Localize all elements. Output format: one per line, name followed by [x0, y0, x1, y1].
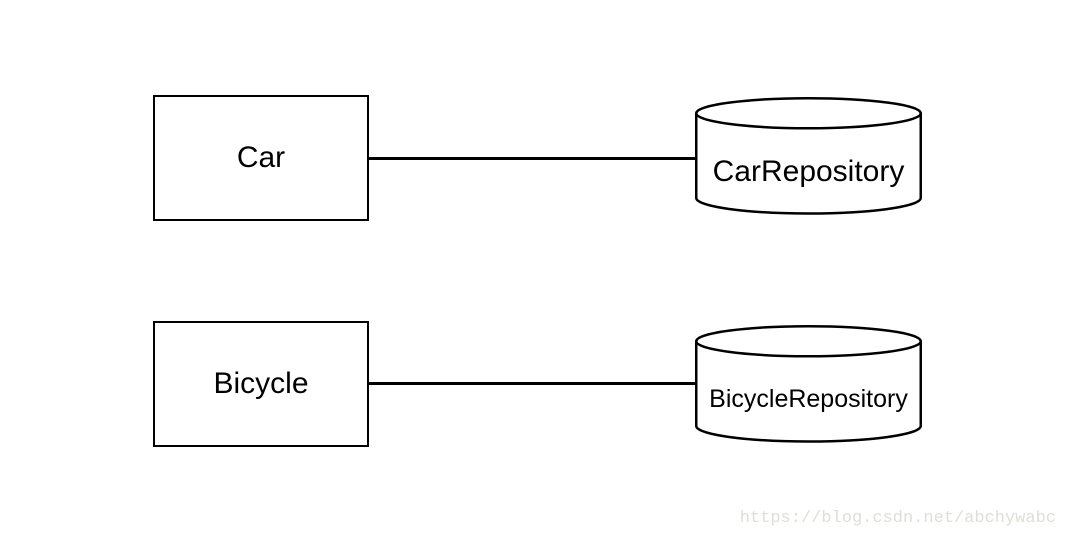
- connector-line-bicycle: [369, 382, 695, 385]
- repository-cylinder-bicycle: BicycleRepository: [695, 325, 922, 443]
- watermark-text: https://blog.csdn.net/abchywabc: [739, 509, 1056, 528]
- entity-box-car: Car: [153, 95, 369, 221]
- entity-label-car: Car: [236, 141, 286, 174]
- repository-label-bicycle: BicycleRepository: [709, 385, 908, 413]
- cylinder-shape: [695, 97, 922, 215]
- repository-label-car: CarRepository: [712, 154, 905, 188]
- repository-cylinder-car: CarRepository: [695, 97, 922, 215]
- cylinder-shape: [695, 325, 922, 443]
- entity-label-bicycle: Bicycle: [213, 367, 309, 400]
- connector-line-car: [369, 157, 695, 160]
- entity-box-bicycle: Bicycle: [153, 321, 369, 447]
